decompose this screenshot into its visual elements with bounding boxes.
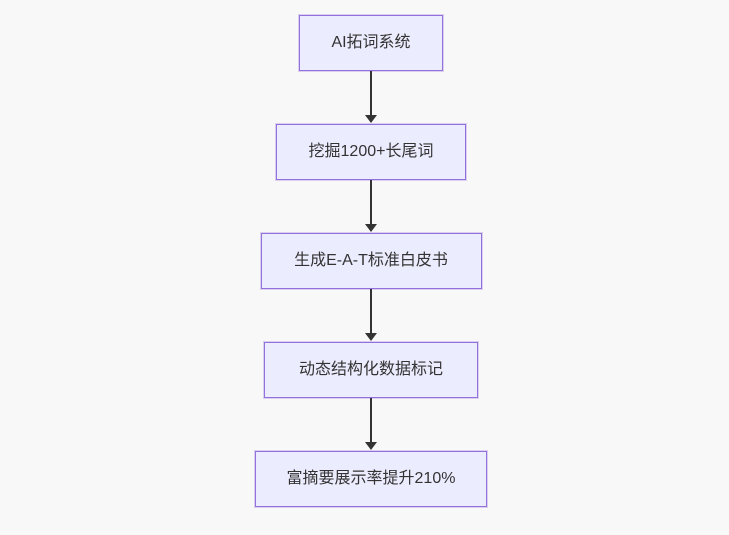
arrow-line (370, 180, 372, 225)
arrowhead-down-icon (365, 224, 377, 232)
flow-arrow-1 (364, 71, 378, 124)
flow-arrow-2 (364, 180, 378, 233)
flow-node-eat-whitepaper: 生成E-A-T标准白皮书 (259, 232, 483, 290)
flow-node-longtail-mining: 挖掘1200+长尾词 (275, 123, 467, 181)
arrowhead-down-icon (365, 442, 377, 450)
arrowhead-down-icon (365, 115, 377, 123)
flow-node-ai-word-system: AI拓词系统 (298, 14, 444, 72)
flow-node-structured-data-markup: 动态结构化数据标记 (263, 341, 479, 399)
flow-node-rich-snippet-result: 富摘要展示率提升210% (254, 450, 488, 508)
flow-arrow-3 (364, 289, 378, 342)
arrow-line (370, 71, 372, 116)
arrow-line (370, 289, 372, 334)
flow-arrow-4 (364, 398, 378, 451)
flowchart-column: AI拓词系统 挖掘1200+长尾词 生成E-A-T标准白皮书 动态结构化数据标记… (254, 14, 488, 508)
arrow-line (370, 398, 372, 443)
arrowhead-down-icon (365, 333, 377, 341)
